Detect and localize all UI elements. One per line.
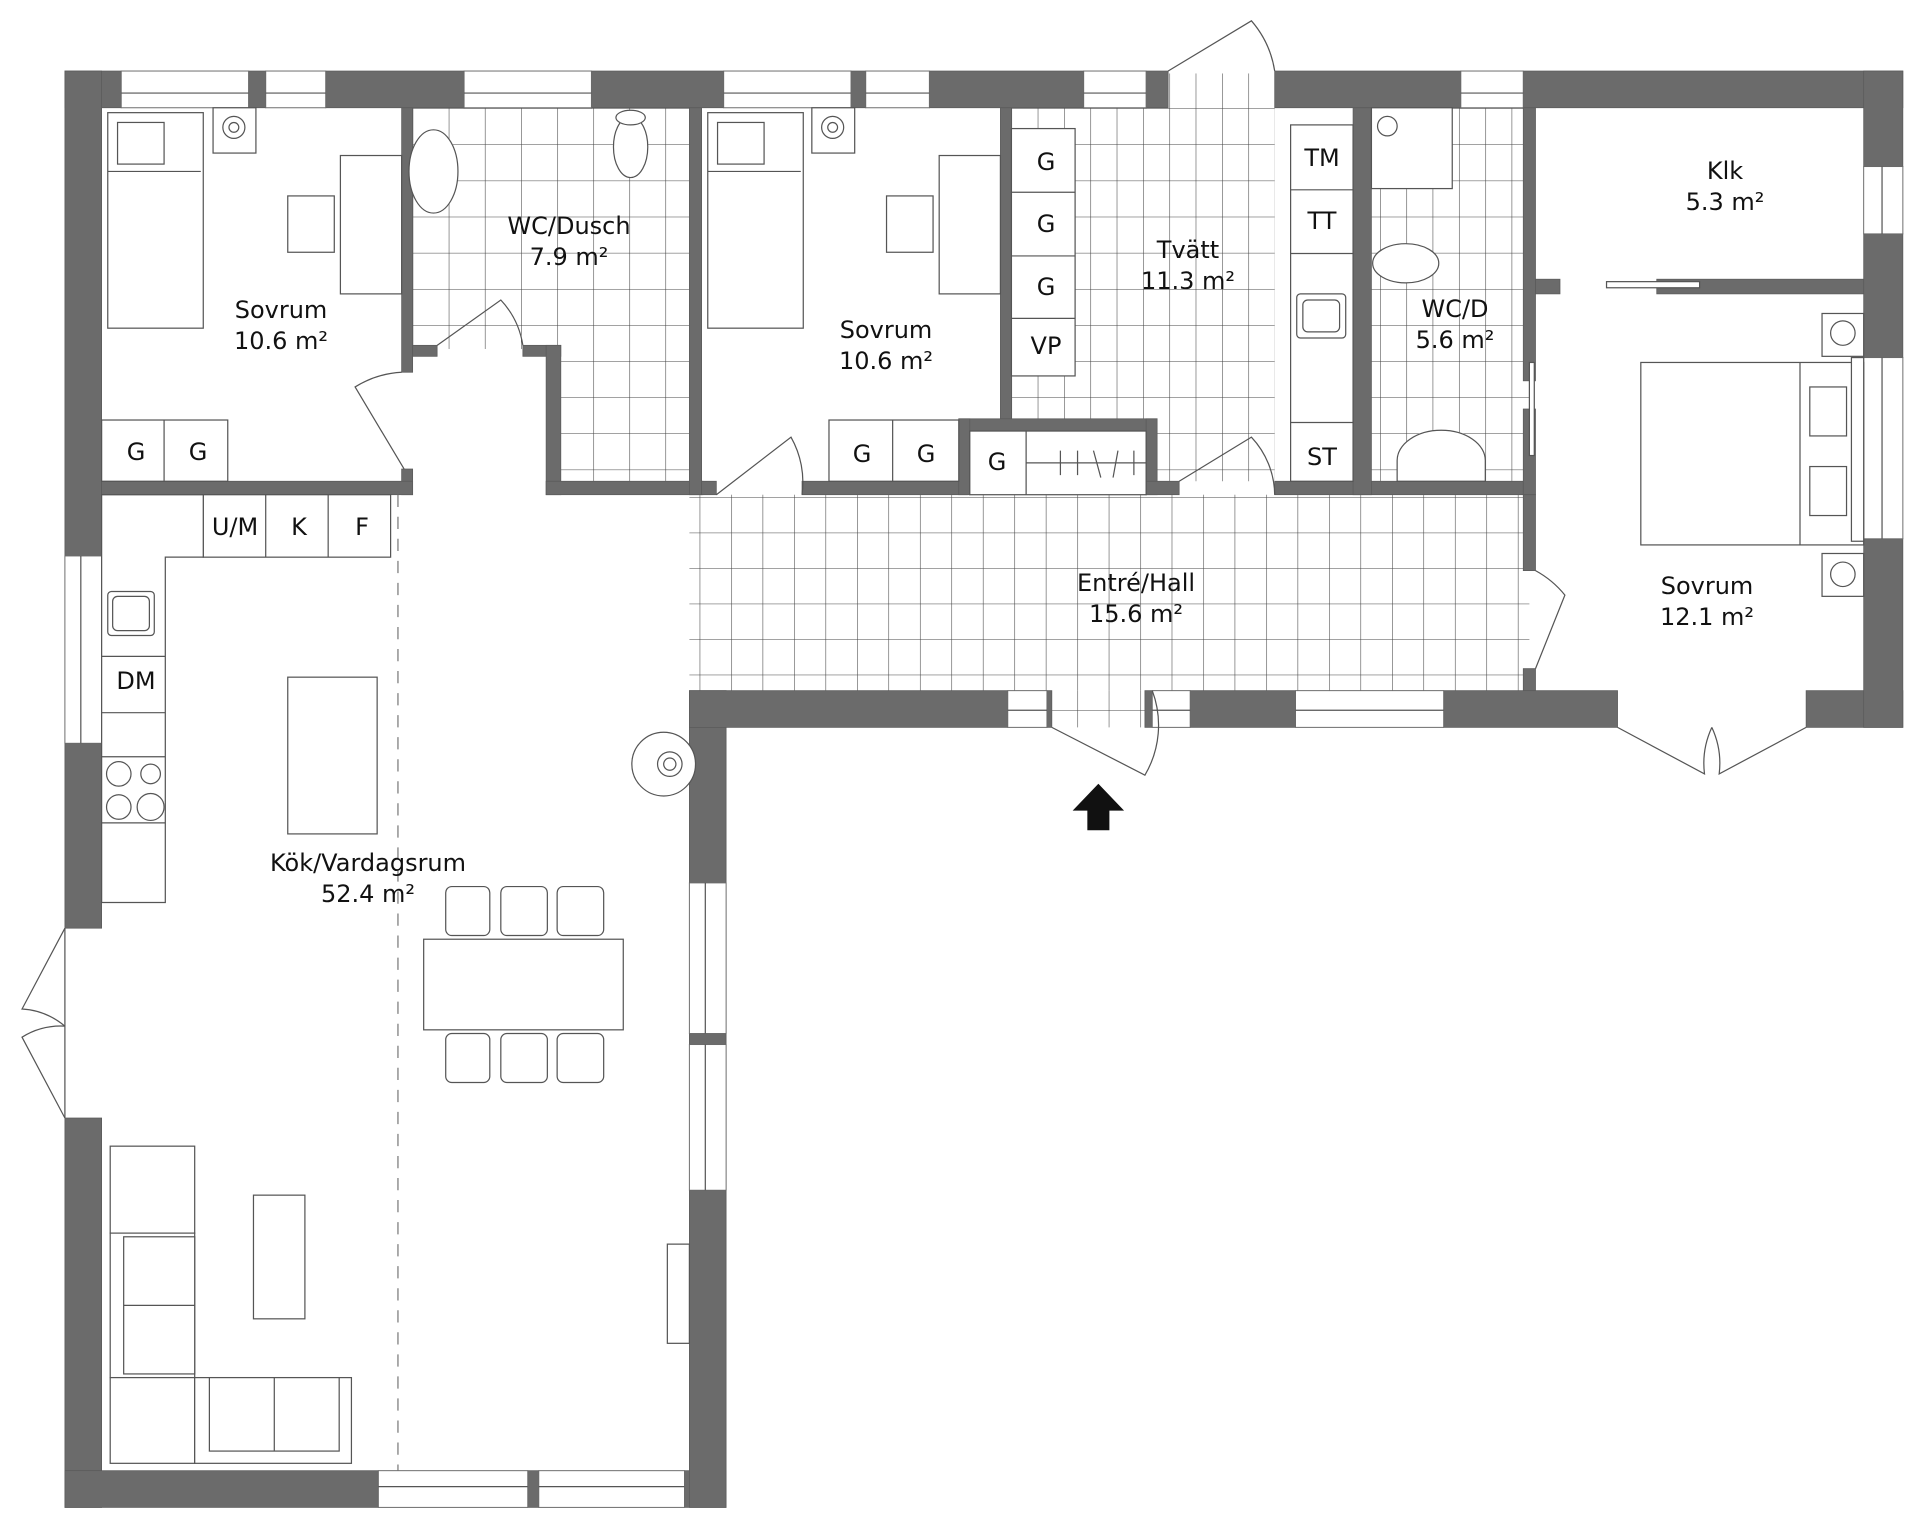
doors [21,20,1807,1119]
desk [339,154,403,295]
toilet [1372,243,1440,284]
sliding-door-wcd [1528,361,1535,457]
sliding-door-klk [1605,281,1701,289]
sovrum-2-furniture [707,107,1002,482]
hall-entrance-floor [1049,690,1148,728]
wc-dusch-fixtures [408,109,649,214]
room-area: 11.3 m² [1140,267,1236,295]
sovrum-3-furniture [1640,312,1865,597]
kitchen-appliance-label: U/M [211,513,259,541]
wcd-fixtures [1370,107,1486,482]
room-sovrum-3: Sovrum 12.1 m² [1660,571,1754,633]
room-area: 10.6 m² [233,327,329,355]
kitchen-appliance-label: F [355,513,369,541]
sink [1396,429,1486,482]
sink [408,129,459,214]
room-name: Sovrum [1660,572,1754,600]
appliance-label: TM [1304,144,1340,172]
room-area: 7.9 m² [529,243,609,271]
chair [885,195,934,253]
door-swing-sovrum-1 [354,371,405,470]
room-sovrum-1: Sovrum 10.6 m² [234,295,328,357]
room-entre-hall: Entré/Hall 15.6 m² [1077,568,1195,630]
sovrum-1-furniture [101,107,403,482]
hall-floor [689,494,1530,691]
door-swing-sovrum-2 [715,436,804,496]
appliance-label: ST [1307,443,1337,471]
kitchen-appliance-label: DM [116,667,156,695]
kitchen-appliance-label: K [291,513,307,541]
sofa-corner [109,1376,196,1464]
room-name: Kök/Vardagsrum [269,849,467,877]
wardrobe-label: G [916,440,936,468]
room-area: 10.6 m² [838,347,934,375]
wardrobe-label: G [987,448,1007,476]
chair [287,195,335,253]
cabinet-label: VP [1030,332,1062,360]
desk [938,154,1002,295]
living-furniture [109,1145,690,1464]
cabinet-label: G [1036,210,1056,238]
room-area: 5.6 m² [1415,326,1495,354]
room-name: Sovrum [839,316,933,344]
room-name: Klk [1706,157,1744,185]
hall-closet [969,430,1147,496]
room-sovrum-2: Sovrum 10.6 m² [839,315,933,377]
cabinet-label: G [1036,273,1056,301]
door-swing-sovrum-3 [1534,570,1566,669]
room-wc-d: WC/D 5.6 m² [1416,294,1495,356]
wardrobe-label: G [852,440,872,468]
door-swing-tvatt [1178,436,1276,495]
room-area: 12.1 m² [1659,603,1755,631]
coffee-table [252,1194,306,1320]
entrance-arrow-icon [1072,783,1125,831]
room-name: Sovrum [234,296,328,324]
room-name: Entré/Hall [1076,569,1196,597]
door-swing-living-left [21,927,66,1119]
walls [64,70,1904,1508]
kitchen-fixtures [101,494,697,904]
door-swing-tvatt-exterior [1167,20,1276,72]
door-swing-sovrum-3-exterior [1617,726,1807,776]
room-name: WC/Dusch [507,212,631,240]
wc-dusch-floor-lower [560,348,698,482]
dining-set [423,885,624,1084]
cabinet-label: G [1036,148,1056,176]
tvatt-fixtures [1010,124,1354,482]
room-tvatt: Tvätt 11.3 m² [1141,235,1235,297]
room-area: 15.6 m² [1088,600,1184,628]
wardrobe-label: G [188,438,208,466]
tv-bench [666,1243,690,1344]
door-swing-wc-dusch [436,299,524,346]
door-swing-front [1051,690,1160,776]
wc-dusch-floor [412,107,698,349]
room-area: 52.4 m² [320,880,416,908]
room-kok-vardagsrum: Kök/Vardagsrum 52.4 m² [270,848,466,910]
hob-burner [105,761,132,787]
dining-table [423,938,624,1031]
room-area: 5.3 m² [1685,188,1765,216]
room-name: Tvätt [1156,236,1220,264]
appliance-label: TT [1307,207,1337,235]
kitchen-island [287,676,378,835]
sofa-corner [109,1145,196,1234]
room-name: WC/D [1421,295,1489,323]
wardrobe [828,419,960,482]
room-wc-dusch: WC/Dusch 7.9 m² [507,211,630,273]
room-klk: Klk 5.3 m² [1686,156,1765,218]
wardrobe-label: G [126,438,146,466]
